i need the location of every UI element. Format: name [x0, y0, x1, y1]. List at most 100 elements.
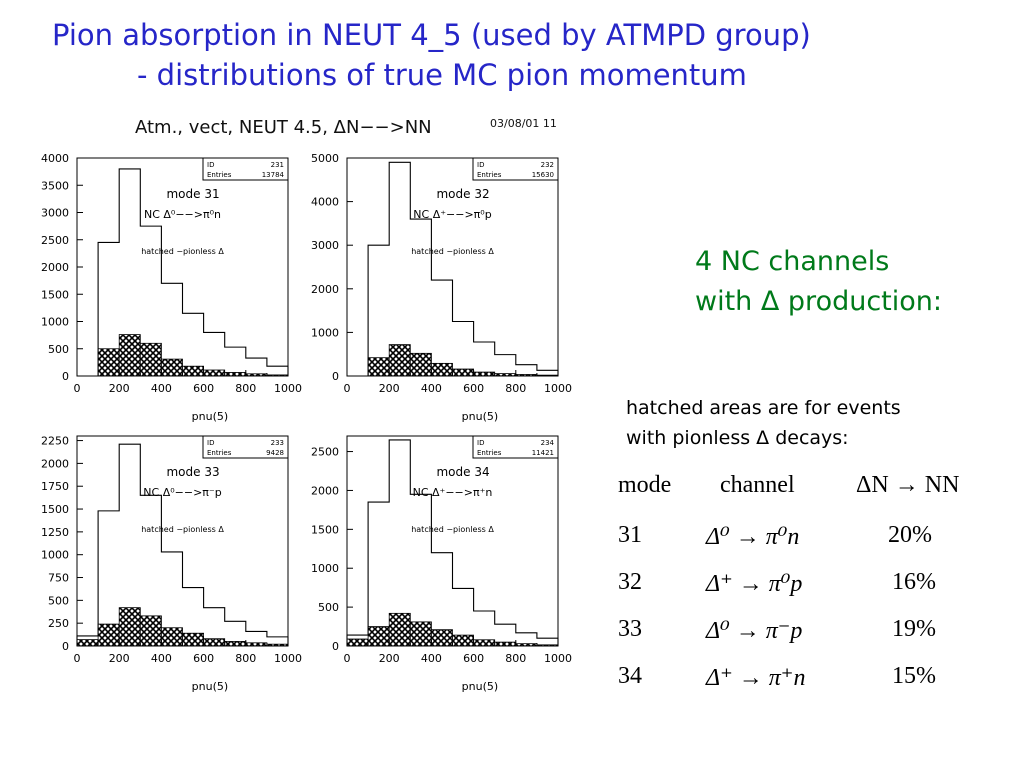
hatched-bar: [97, 348, 120, 377]
hatch-annotation: hatched −pionless Δ: [411, 247, 494, 256]
y-tick-label: 1000: [311, 326, 339, 339]
x-tick-label: 200: [379, 652, 400, 665]
row-channel: Δ⁺ → π⁺n: [706, 665, 806, 691]
nc-line1: 4 NC channels: [695, 246, 890, 277]
y-tick-label: 1750: [41, 480, 69, 493]
y-tick-label: 2000: [311, 484, 339, 497]
stats-entries-value: 9428: [266, 449, 284, 457]
hatched-bar: [367, 626, 390, 647]
row-fraction: 20%: [888, 522, 932, 548]
hatched-bar: [452, 634, 475, 647]
y-tick-label: 0: [62, 640, 69, 653]
hatched-bar: [430, 629, 453, 647]
y-tick-label: 4000: [41, 152, 69, 165]
hatch-annotation: hatched −pionless Δ: [141, 247, 224, 256]
stats-entries-value: 11421: [532, 449, 554, 457]
nc-channels-note: 4 NC channels with Δ production:: [695, 242, 942, 322]
hatched-bar: [409, 621, 432, 647]
x-tick-label: 600: [193, 382, 214, 395]
row-fraction: 15%: [892, 663, 936, 689]
row-fraction: 19%: [892, 616, 936, 642]
total-histogram-line: [76, 443, 289, 646]
x-tick-label: 400: [151, 382, 172, 395]
stats-box: [472, 435, 559, 459]
figure-date: 03/08/01 11: [490, 117, 557, 130]
stats-id-label: ID: [207, 161, 214, 169]
hatched-bar: [118, 607, 141, 647]
x-tick-label: 800: [235, 652, 256, 665]
channel-annotation: NC Δ⁺−−>π⁺n: [413, 486, 493, 499]
x-tick-label: 200: [109, 652, 130, 665]
header-fraction: ΔN → NN: [856, 472, 960, 498]
channel-annotation: NC Δ⁺−−>π⁰p: [413, 208, 491, 221]
x-axis-label: pnu(5): [192, 410, 229, 423]
y-tick-label: 0: [332, 640, 339, 653]
page-title-line2: - distributions of true MC pion momentum: [137, 58, 747, 92]
stats-entries-label: Entries: [207, 171, 232, 179]
x-tick-label: 400: [421, 652, 442, 665]
figure-header: Atm., vect, NEUT 4.5, ΔN−−>NN: [135, 117, 432, 138]
x-axis-label: pnu(5): [192, 680, 229, 693]
y-tick-label: 4000: [311, 196, 339, 209]
row-channel: Δ⁺ → π⁰p: [706, 571, 803, 597]
x-tick-label: 400: [151, 652, 172, 665]
hatched-bar: [224, 372, 247, 377]
hatched-bar: [160, 358, 183, 377]
hatched-bar: [182, 365, 205, 377]
hatch-annotation: hatched −pionless Δ: [411, 525, 494, 534]
y-tick-label: 1500: [41, 288, 69, 301]
x-tick-label: 600: [193, 652, 214, 665]
y-tick-label: 1500: [41, 503, 69, 516]
x-axis-label: pnu(5): [462, 410, 499, 423]
hatch-line1: hatched areas are for events: [626, 397, 901, 419]
stats-id-label: ID: [477, 439, 484, 447]
y-tick-label: 1500: [311, 523, 339, 536]
hatched-bar: [346, 638, 369, 647]
hatched-bar: [430, 362, 453, 377]
stats-entries-label: Entries: [477, 171, 502, 179]
channel-annotation: NC Δ⁰−−>π⁻p: [143, 486, 221, 499]
y-tick-label: 3500: [41, 179, 69, 192]
x-tick-label: 1000: [544, 652, 572, 665]
y-tick-label: 0: [62, 370, 69, 383]
hatched-bar: [97, 623, 120, 647]
x-axis-label: pnu(5): [462, 680, 499, 693]
y-tick-label: 2500: [41, 234, 69, 247]
y-tick-label: 2000: [311, 283, 339, 296]
hatch-line2: with pionless Δ decays:: [626, 427, 849, 449]
hatched-bar: [452, 368, 475, 377]
nc-line2: with Δ production:: [695, 286, 942, 317]
channel-annotation: NC Δ⁰−−>π⁰n: [144, 208, 221, 221]
mode-annotation: mode 34: [436, 465, 489, 479]
y-tick-label: 5000: [311, 152, 339, 165]
hatched-bar: [388, 344, 411, 377]
hatched-bar: [409, 352, 432, 377]
x-tick-label: 200: [379, 382, 400, 395]
stats-entries-label: Entries: [207, 449, 232, 457]
y-tick-label: 750: [48, 572, 69, 585]
stats-box: [202, 435, 289, 459]
y-tick-label: 2500: [311, 446, 339, 459]
stats-id-label: ID: [207, 439, 214, 447]
stats-entries-value: 15630: [532, 171, 554, 179]
hatched-bar: [494, 641, 517, 647]
row-mode: 33: [618, 616, 642, 642]
x-tick-label: 600: [463, 652, 484, 665]
row-channel: Δ⁰ → π⁻p: [706, 618, 803, 644]
stats-entries-value: 13784: [262, 171, 285, 179]
y-tick-label: 500: [318, 601, 339, 614]
hatched-bar: [139, 342, 162, 377]
y-tick-label: 2000: [41, 457, 69, 470]
total-histogram-line: [77, 168, 289, 377]
x-tick-label: 0: [74, 652, 81, 665]
hatched-bar: [182, 632, 205, 647]
x-tick-label: 0: [74, 382, 81, 395]
stats-id-value: 231: [271, 161, 284, 169]
y-tick-label: 1000: [41, 549, 69, 562]
hatch-annotation: hatched −pionless Δ: [141, 525, 224, 534]
x-tick-label: 400: [421, 382, 442, 395]
row-fraction: 16%: [892, 569, 936, 595]
row-mode: 32: [618, 569, 642, 595]
y-tick-label: 2250: [41, 435, 69, 448]
